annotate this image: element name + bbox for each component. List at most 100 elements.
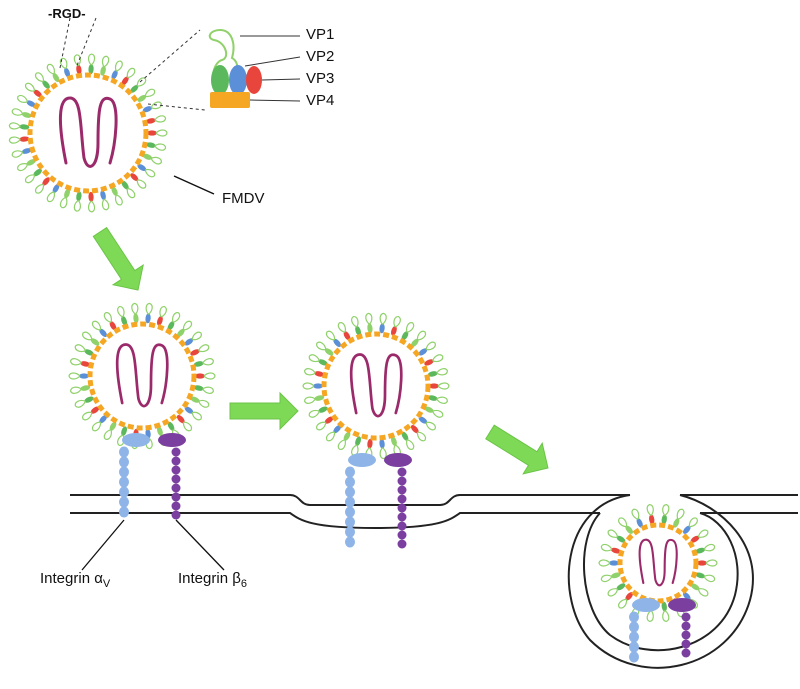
- vp-protein: [100, 65, 106, 76]
- vp-protein: [90, 338, 100, 346]
- capsid-subunit: [401, 322, 415, 341]
- vp1-loop: [607, 588, 619, 597]
- capsid-subunit: [598, 559, 619, 567]
- vp1-loop: [154, 143, 167, 151]
- vp1-loop: [126, 187, 136, 199]
- vp1-loop: [182, 421, 193, 432]
- capsid-subunit: [46, 183, 60, 203]
- vp1-loop: [198, 344, 210, 353]
- vp-protein: [190, 349, 200, 356]
- vp1-loop: [600, 574, 613, 583]
- vp2-leader: [244, 56, 301, 67]
- vp-protein: [111, 70, 118, 80]
- vp1-loop: [136, 77, 147, 87]
- capsid-interior: [93, 327, 191, 425]
- vp-protein: [427, 395, 438, 401]
- vp-protein: [636, 518, 643, 528]
- integrin-alpha-v-bead: [119, 476, 129, 488]
- capsid-subunit: [607, 583, 626, 597]
- vp1-loop: [705, 559, 718, 567]
- integrins-step3: [629, 598, 696, 663]
- vp4-leader: [249, 99, 301, 102]
- vp-protein: [176, 328, 185, 338]
- integrin-beta-6-bead: [681, 630, 691, 640]
- vp1-loop: [662, 610, 670, 623]
- rna-genome: [115, 343, 169, 408]
- vp1-loop: [203, 372, 216, 380]
- integrin-alpha-v-bead: [629, 611, 639, 623]
- capsid-subunit: [145, 142, 167, 151]
- vp-protein: [176, 414, 185, 424]
- rgd-leader-right: [75, 17, 97, 69]
- capsid-subunit: [424, 406, 444, 418]
- vp1-loop: [150, 101, 162, 110]
- vp1-loop: [202, 358, 215, 366]
- vp-protein: [616, 535, 626, 543]
- vp3-label: VP3: [306, 70, 335, 87]
- capsid-subunit: [316, 341, 334, 356]
- vp1-loop: [74, 399, 86, 408]
- integrin-beta-6-bead: [397, 521, 407, 531]
- vp-protein: [343, 331, 351, 341]
- capsid-subunit: [73, 191, 82, 212]
- capsid-subunit: [145, 115, 167, 124]
- vp1-loop: [436, 368, 449, 376]
- vp1-loop: [87, 200, 96, 213]
- vp1-loop: [172, 312, 181, 323]
- integrin-alpha-v-head: [122, 433, 150, 447]
- integrin-beta-6-bead: [171, 447, 181, 457]
- capsid-subunit: [365, 312, 373, 334]
- vp1-loop: [688, 517, 698, 528]
- vp-protein: [661, 514, 667, 525]
- capsid-subunit: [117, 305, 127, 326]
- capsid-subunit: [87, 191, 96, 213]
- capsid-subunit: [316, 416, 334, 431]
- vp-protein: [157, 316, 163, 326]
- integrin-alpha-v-bead: [119, 466, 129, 478]
- integrin-alpha-v-bead: [629, 621, 639, 633]
- integrin-b6-leader: [175, 519, 225, 571]
- fmdv-leader: [173, 175, 215, 195]
- capsid-subunit: [91, 320, 108, 338]
- vp-protein: [121, 316, 127, 326]
- vp-protein: [193, 361, 204, 367]
- vp2-blue-shape: [229, 65, 247, 95]
- vp-protein: [121, 76, 129, 86]
- capsid-subunit: [103, 312, 117, 331]
- vp1-loop: [432, 354, 444, 363]
- vp-protein: [99, 414, 108, 424]
- vp-protein: [137, 94, 147, 102]
- vp1-loop: [91, 421, 102, 432]
- vp-protein: [379, 323, 385, 334]
- vp1-loop: [68, 372, 81, 380]
- vp-protein: [133, 313, 139, 324]
- integrin-alpha-v-bead: [345, 476, 355, 488]
- vp-protein: [19, 136, 30, 142]
- capsid-subunit: [167, 312, 181, 331]
- capsid-subunit: [673, 508, 685, 528]
- vp-protein: [649, 514, 655, 525]
- integrin-beta-6-head: [158, 433, 186, 447]
- vp-protein: [130, 173, 139, 182]
- capsid-subunit: [695, 572, 716, 583]
- capsid-subunit: [325, 330, 342, 348]
- integrin-alpha-v-bead: [629, 631, 639, 643]
- vp1-loop: [46, 191, 55, 203]
- vp1-loop: [406, 439, 415, 450]
- capsid-subunit: [429, 382, 450, 390]
- vp-protein: [682, 525, 691, 534]
- vp1-loop: [82, 331, 93, 341]
- capsid-subunit: [176, 414, 193, 432]
- capsid-subunit: [100, 190, 110, 211]
- integrin-beta-6-label: Integrin β6: [178, 570, 247, 590]
- vp1-loop: [646, 503, 654, 516]
- vp1-loop: [74, 344, 86, 353]
- capsid-subunit: [46, 63, 60, 83]
- capsid-subunit: [17, 159, 36, 172]
- vp-protein: [193, 385, 204, 391]
- integrins-step1: [119, 433, 186, 520]
- capsid-subunit: [74, 396, 94, 408]
- capsid-subunit: [111, 186, 123, 206]
- integrin-alpha-v-bead: [119, 456, 129, 468]
- vp1-loop: [101, 198, 110, 211]
